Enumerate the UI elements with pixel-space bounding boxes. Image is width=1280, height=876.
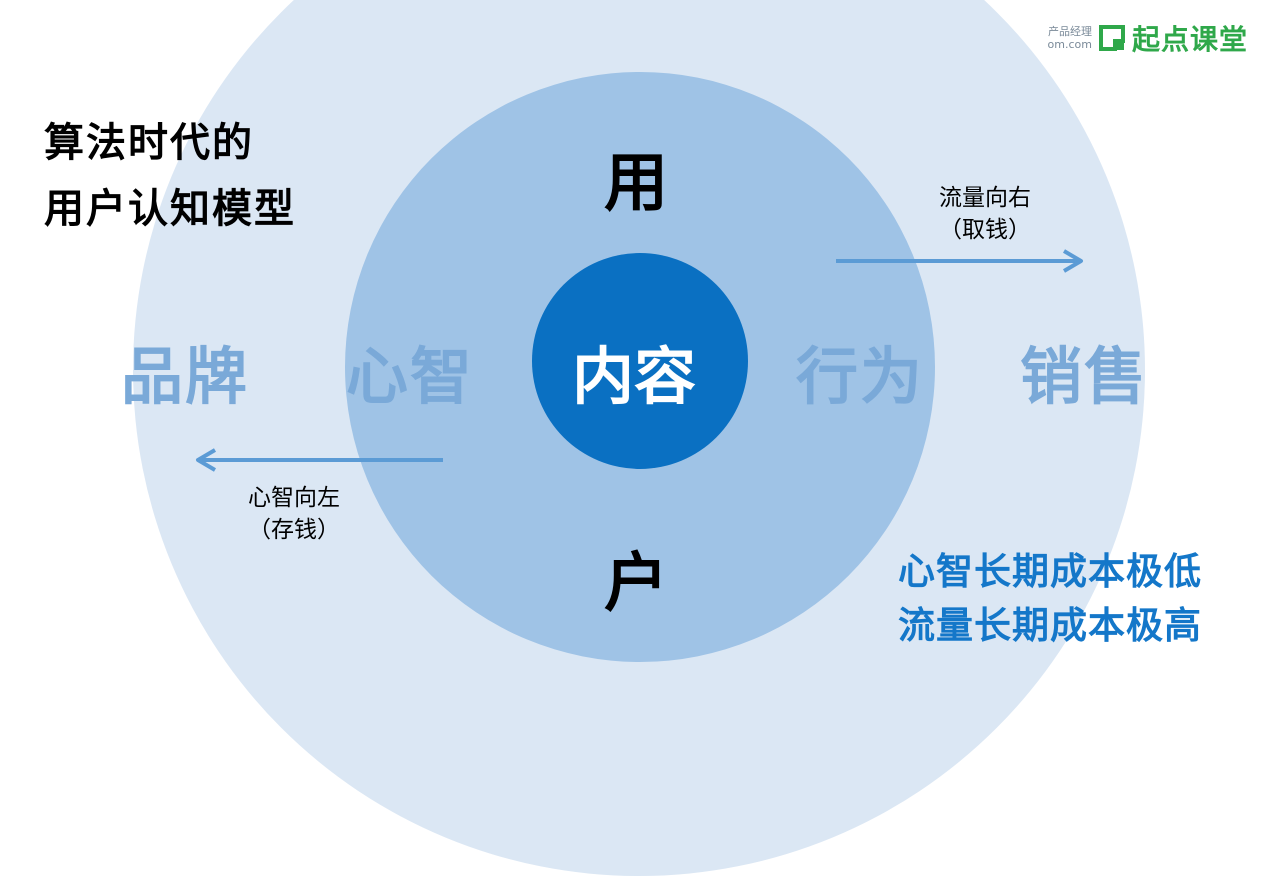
user-label-top: 用 (604, 147, 668, 221)
title-line-2: 用户认知模型 (44, 186, 296, 232)
label-sales: 销售 (1020, 340, 1149, 413)
label-content: 内容 (572, 340, 697, 413)
logo-mark-icon (1098, 25, 1125, 51)
inner-circle (532, 253, 748, 469)
left-arrow-label-line1: 心智向左 (248, 485, 340, 511)
label-mind: 心智 (346, 340, 475, 413)
note-line-2: 流量长期成本极高 (898, 604, 1202, 647)
logo: 产品经理 om.com 起点课堂 (1048, 18, 1248, 58)
left-arrow-label-line2: （存钱） (248, 517, 340, 543)
right-arrow-label-line1: 流量向右 (939, 185, 1031, 211)
label-behavior: 行为 (796, 340, 925, 413)
logo-tagline-top: 产品经理 (1047, 25, 1092, 38)
right-arrow-label-line2: （取钱） (939, 217, 1031, 243)
right-arrow-label: 流量向右 （取钱） (925, 182, 1045, 246)
logo-name: 起点课堂 (1131, 23, 1248, 56)
right-arrow-icon (836, 249, 1083, 273)
label-brand: 品牌 (121, 340, 250, 413)
logo-tagline: 产品经理 om.com (1048, 25, 1092, 51)
title-line-1: 算法时代的 (44, 120, 254, 166)
logo-tagline-bottom: om.com (1047, 38, 1092, 51)
left-arrow-icon (196, 448, 443, 472)
left-arrow-label: 心智向左 （存钱） (234, 482, 354, 546)
note-line-1: 心智长期成本极低 (898, 550, 1202, 593)
user-label-bottom: 户 (604, 547, 668, 621)
